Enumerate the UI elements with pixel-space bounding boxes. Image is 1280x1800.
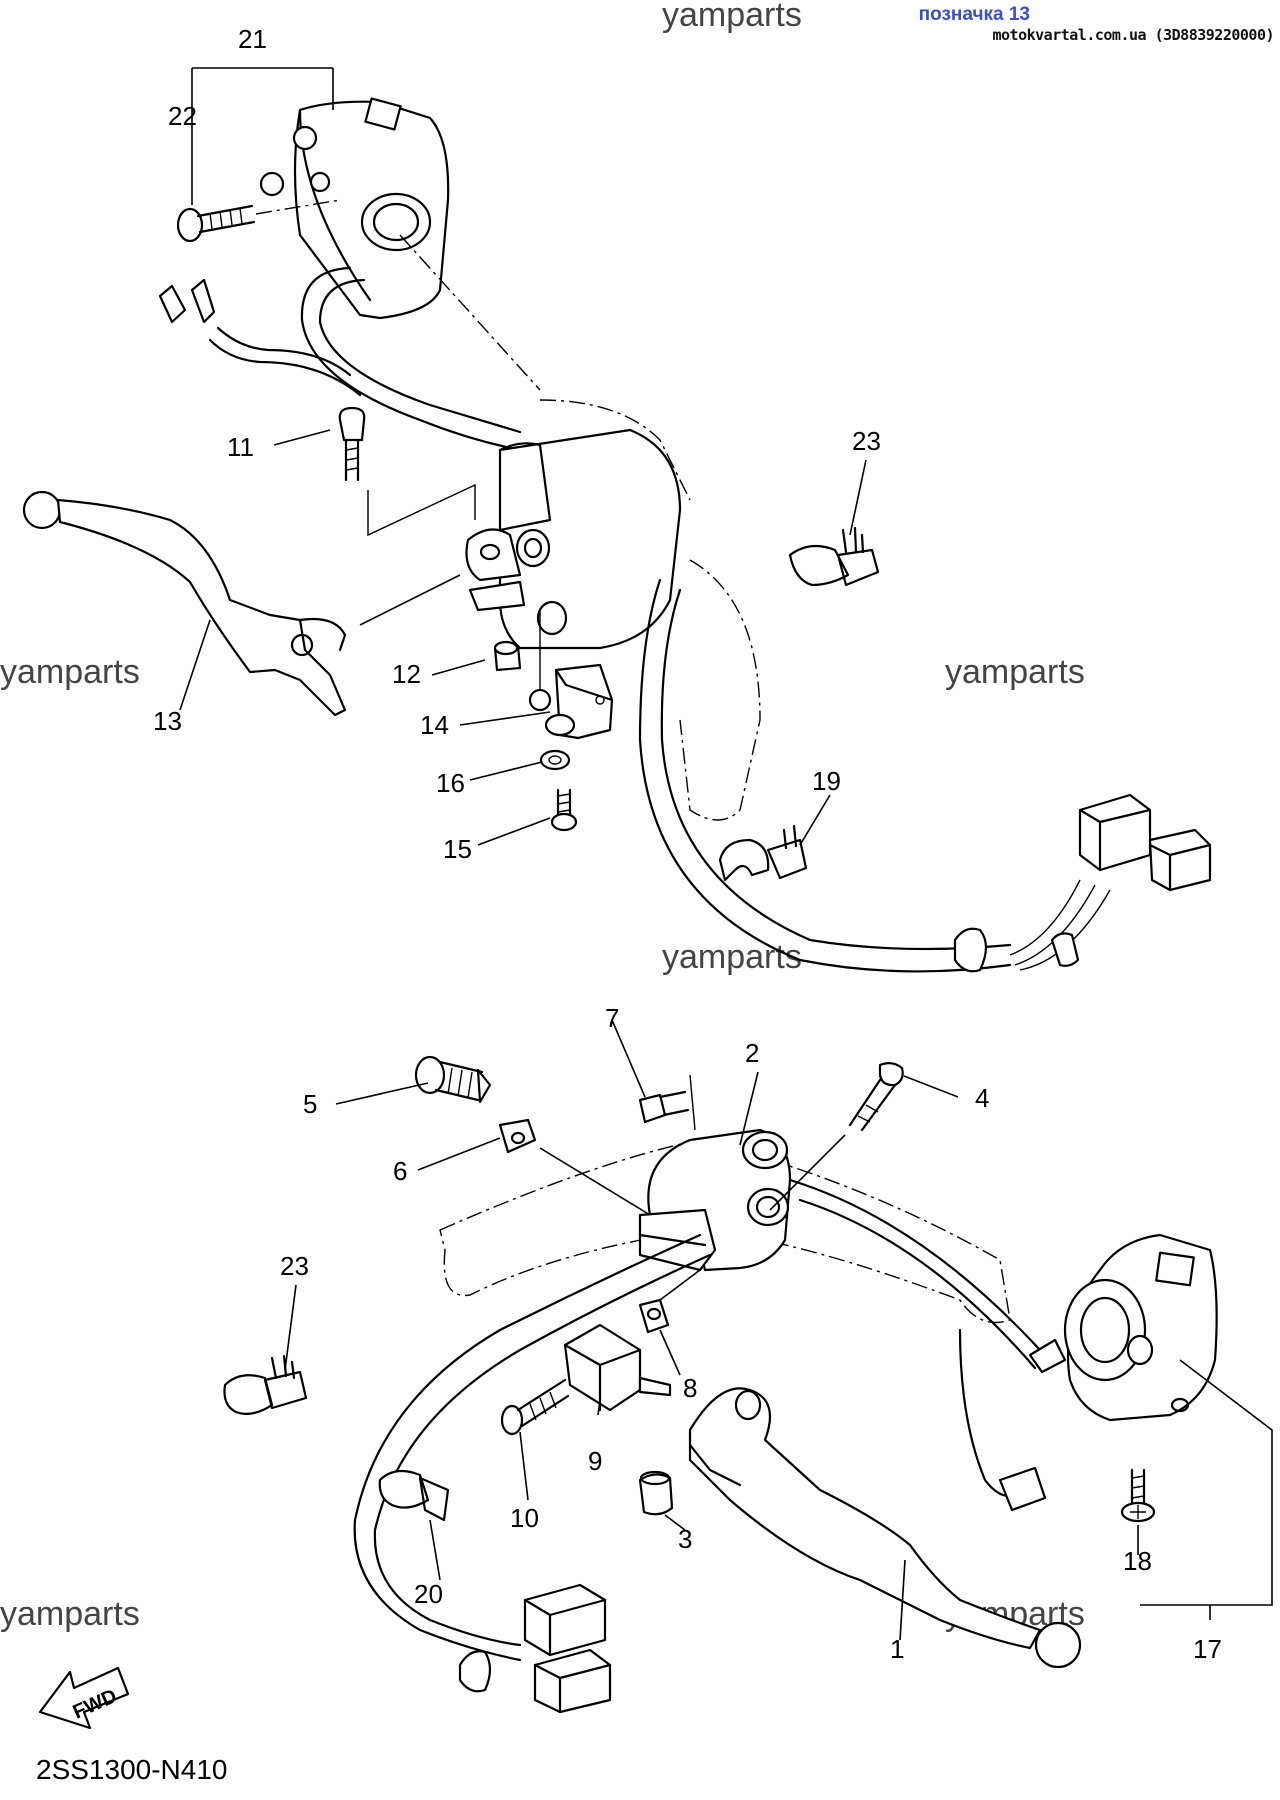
- callout-7: 7: [605, 1003, 619, 1033]
- callout-3: 3: [678, 1524, 692, 1554]
- master-cylinder-upper: [465, 399, 691, 650]
- callout-15: 15: [443, 834, 472, 864]
- nut-6: [498, 1118, 537, 1154]
- clamp-23-upper: [788, 526, 880, 587]
- handlebar-lower: [439, 1139, 1011, 1324]
- lower-master-cylinder: [638, 1128, 792, 1272]
- header-label[interactable]: позначка 13: [918, 4, 1030, 25]
- centerline-bar-upper: [399, 234, 541, 391]
- bracket-17: [1140, 1359, 1273, 1620]
- centerline-4: [769, 1134, 846, 1211]
- centerline-8: [659, 1269, 701, 1301]
- header-site: motokvartal.com.ua (3D8839220000): [992, 26, 1274, 44]
- callout-labels: 1 2 3 4 5 6 7 8 9 10 11 12 13 14 15 16 1…: [153, 24, 1222, 1664]
- upper-wires: [158, 266, 522, 452]
- callout-19: 19: [812, 766, 841, 796]
- watermark-right-mid: yamparts: [945, 653, 1085, 691]
- watermark-top: yamparts: [662, 0, 802, 34]
- callout-5: 5: [303, 1089, 317, 1119]
- nut-12: [493, 640, 522, 672]
- washer-16: [539, 749, 571, 771]
- bolt-5: [414, 1055, 492, 1104]
- callout-11: 11: [227, 432, 254, 462]
- callout-13: 13: [153, 706, 182, 736]
- callout-16: 16: [436, 768, 465, 798]
- screw-15: [550, 788, 578, 832]
- callout-12: 12: [392, 659, 421, 689]
- screw-10: [500, 1378, 570, 1436]
- connector-lower: [458, 1583, 612, 1714]
- centerline-6: [539, 1147, 651, 1216]
- drawing-code: 2SS1300-N410: [36, 1754, 228, 1785]
- callout-9: 9: [588, 1446, 602, 1476]
- screw-18: [1120, 1468, 1156, 1523]
- callout-6: 6: [393, 1156, 407, 1186]
- collar-3: [638, 1470, 674, 1516]
- bolt-7: [638, 1074, 696, 1131]
- bolt-11: [338, 406, 476, 537]
- callout-2: 2: [745, 1038, 759, 1068]
- watermark-left-mid: yamparts: [0, 653, 140, 691]
- nut-8: [638, 1298, 670, 1334]
- lower-switch-housing: [1063, 1233, 1218, 1422]
- centerline-22: [255, 199, 341, 215]
- callout-21: 21: [238, 24, 267, 54]
- callout-18: 18: [1123, 1546, 1152, 1576]
- callout-23-lower: 23: [280, 1251, 309, 1281]
- switch-14: [528, 663, 614, 740]
- callout-8: 8: [683, 1373, 697, 1403]
- connector-upper: [953, 793, 1212, 973]
- clamp-19: [718, 824, 808, 882]
- clamp-20: [378, 1469, 450, 1522]
- callout-23-upper: 23: [852, 426, 881, 456]
- callout-17: 17: [1193, 1634, 1222, 1664]
- lever-13: [22, 490, 347, 717]
- lever-1: [688, 1387, 1082, 1669]
- callout-10: 10: [510, 1503, 539, 1533]
- callout-22: 22: [168, 101, 197, 131]
- bolt-4: [848, 1061, 904, 1132]
- fwd-arrow-icon: FWD: [38, 1666, 130, 1730]
- callout-1: 1: [890, 1634, 904, 1664]
- callout-14: 14: [420, 710, 449, 740]
- leader-13-line: [359, 574, 461, 626]
- watermark-center: yamparts: [662, 938, 802, 976]
- watermark-left-bottom: yamparts: [0, 1595, 140, 1633]
- switch-9: [563, 1323, 672, 1412]
- clamp-23-lower: [223, 1354, 308, 1415]
- callout-4: 4: [975, 1083, 989, 1113]
- upper-switch-housing: [259, 97, 450, 320]
- upper-hose: [638, 559, 1012, 973]
- screw-22: [176, 204, 256, 243]
- leader-lines: [179, 67, 1139, 1641]
- callout-20: 20: [414, 1579, 443, 1609]
